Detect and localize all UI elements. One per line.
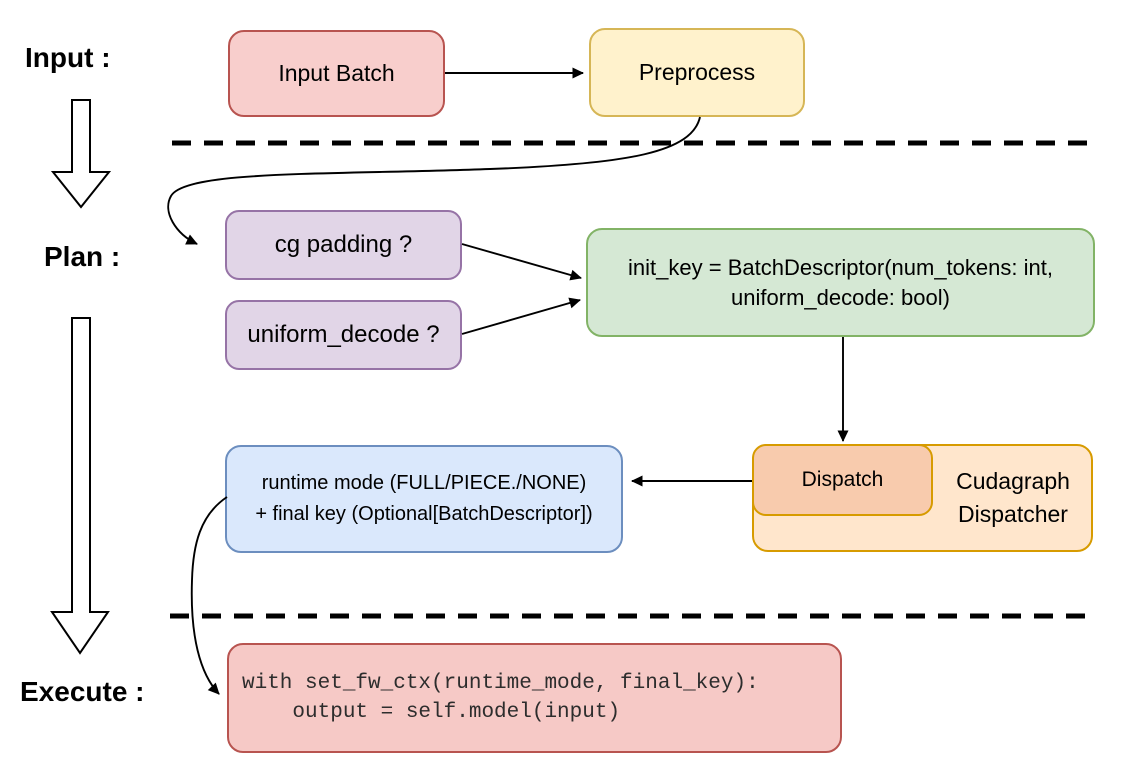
node-init-key: init_key = BatchDescriptor(num_tokens: i… <box>586 228 1095 337</box>
connector-runtimemode-to-executecode <box>190 496 228 695</box>
cudagraph-dispatcher-line1: Cudagraph <box>956 467 1070 494</box>
node-uniform-decode-label: uniform_decode ? <box>247 320 440 348</box>
stage-label-execute: Execute : <box>20 676 145 707</box>
node-preprocess: Preprocess <box>589 28 805 117</box>
node-input-batch-label: Input Batch <box>278 59 395 86</box>
block-arrow-plan-to-execute-icon <box>50 317 110 655</box>
execute-code-line2: output = self.model(input) <box>242 701 621 724</box>
node-uniform-decode: uniform_decode ? <box>225 300 462 370</box>
node-dispatch: Dispatch <box>752 444 933 516</box>
node-init-key-line1: init_key = BatchDescriptor(num_tokens: i… <box>628 254 1053 280</box>
execute-code-line1: with set_fw_ctx(runtime_mode, final_key)… <box>242 671 759 695</box>
node-input-batch: Input Batch <box>228 30 445 117</box>
node-runtime-mode-line1: runtime mode (FULL/PIECE./NONE) <box>261 472 587 494</box>
node-runtime-mode-line2: + final key (Optional[BatchDescriptor]) <box>255 503 593 525</box>
node-cg-padding-label: cg padding ? <box>274 230 413 258</box>
node-runtime-mode: runtime mode (FULL/PIECE./NONE) + final … <box>225 445 623 553</box>
stage-label-input: Input : <box>25 42 111 73</box>
cudagraph-dispatcher-label: Cudagraph Dispatcher <box>935 446 1091 550</box>
node-dispatch-label: Dispatch <box>801 467 884 491</box>
node-init-key-line2: uniform_decode: bool) <box>731 284 950 310</box>
node-preprocess-label: Preprocess <box>638 58 756 85</box>
node-cg-padding: cg padding ? <box>225 210 462 280</box>
connector-uniformdecode-to-initkey <box>461 297 581 335</box>
block-arrow-input-to-plan-icon <box>50 99 112 209</box>
node-execute-code: with set_fw_ctx(runtime_mode, final_key)… <box>227 643 842 753</box>
cudagraph-dispatcher-line2: Dispatcher <box>958 501 1068 527</box>
connector-cgpadding-to-initkey <box>461 243 582 281</box>
stage-label-plan: Plan : <box>44 241 121 272</box>
